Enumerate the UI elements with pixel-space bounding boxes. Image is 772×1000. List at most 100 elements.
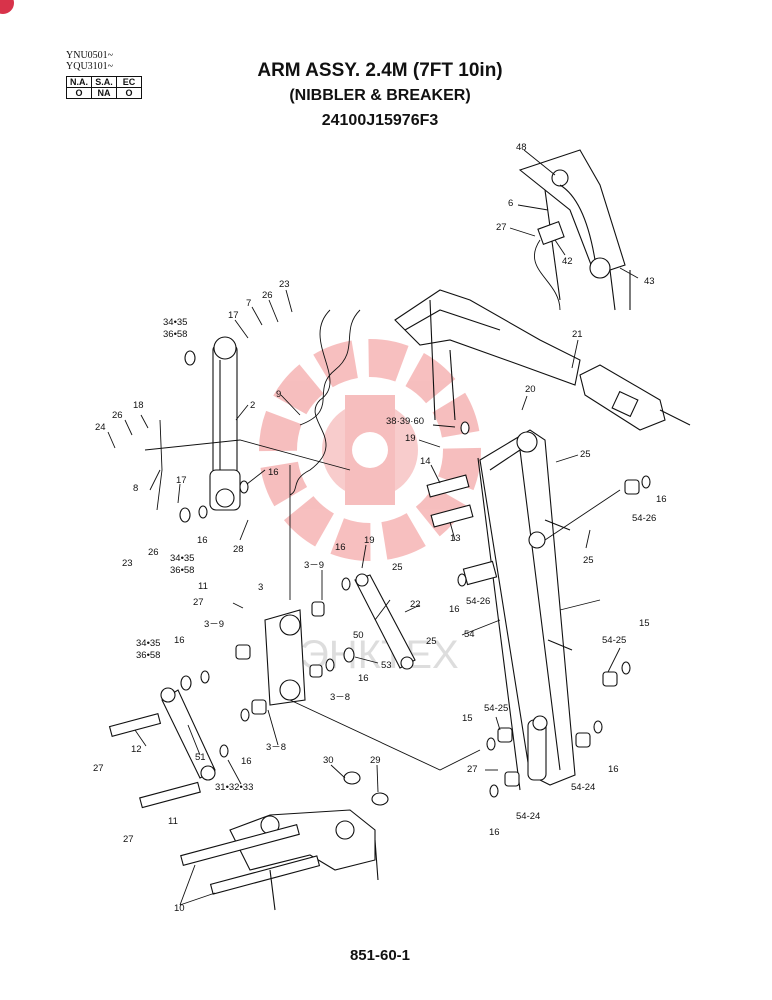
callout-label: 16	[241, 756, 252, 767]
callout-label: 12	[131, 744, 142, 755]
callout-label: 6	[508, 198, 513, 209]
serial-line-1: YNU0501~	[66, 50, 114, 61]
serial-line-2: YQU3101~	[66, 61, 114, 72]
callout-label: 25	[426, 636, 437, 647]
callout-label: 54-24	[571, 782, 595, 793]
pins-bushings	[108, 474, 640, 809]
serial-range: YNU0501~ YQU3101~	[66, 50, 113, 72]
callout-label: 53	[381, 660, 392, 671]
arm-cylinder	[209, 336, 241, 511]
callout-label: 54-26	[466, 596, 490, 607]
callout-label: 36•58	[136, 650, 160, 661]
callout-label: 15	[462, 713, 473, 724]
callout-label: 34•35	[170, 553, 194, 564]
callout-label: 17	[228, 310, 239, 321]
callout-label: 34•35	[136, 638, 160, 649]
callout-label: 42	[562, 256, 573, 267]
applic-value-ec: O	[116, 87, 142, 99]
bucket-cylinder	[579, 364, 691, 431]
title-line-2: (NIBBLER & BREAKER)	[289, 87, 471, 104]
callout-label: 16	[489, 827, 500, 838]
callout-label: 8	[133, 483, 138, 494]
callout-label: 34•35	[163, 317, 187, 328]
callout-label: 14	[420, 456, 431, 467]
callout-label: 7	[246, 298, 251, 309]
callout-label: 16	[335, 542, 346, 553]
callout-label: 16	[174, 635, 185, 646]
callout-label: 36•58	[170, 565, 194, 576]
link-parts	[160, 573, 416, 781]
callout-label: 3－9	[204, 619, 224, 630]
callout-label: 2	[250, 400, 255, 411]
title-part-number: 24100J15976F3	[321, 112, 439, 129]
callout-label: 20	[525, 384, 536, 395]
callout-label: 54	[464, 629, 475, 640]
callout-label: 28	[233, 544, 244, 555]
callout-label: 54-24	[516, 811, 540, 822]
hydraulic-hoses	[156, 239, 561, 511]
callout-label: 3－9	[304, 560, 324, 571]
callout-label: 30	[323, 755, 334, 766]
corner-marker	[0, 0, 14, 14]
callout-label: 16	[449, 604, 460, 615]
callout-label: 54-25	[602, 635, 626, 646]
applicability-table: N.A. S.A. EC O NA O	[66, 76, 142, 99]
callout-label: 51	[195, 752, 206, 763]
callout-label: 26	[148, 547, 159, 558]
callout-label: 10	[174, 903, 185, 914]
callout-label: 23	[279, 279, 290, 290]
callout-label: 19	[405, 433, 416, 444]
bucket-bracket	[180, 809, 379, 911]
boom-cylinder-detail	[518, 149, 631, 311]
callout-label: 17	[176, 475, 187, 486]
callout-label: 9	[276, 389, 281, 400]
callout-label: 3－8	[266, 742, 286, 753]
callout-label: 38·39·60	[386, 416, 424, 427]
callout-label: 22	[410, 599, 421, 610]
callout-label: 16	[608, 764, 619, 775]
callout-label: 29	[370, 755, 381, 766]
callout-label: 50	[353, 630, 364, 641]
title-line-1: ARM ASSY. 2.4M (7FT 10in)	[257, 60, 503, 81]
callout-label: 24	[95, 422, 106, 433]
callout-label: 48	[516, 142, 527, 153]
page-title: ARM ASSY. 2.4M (7FT 10in) (NIBBLER & BRE…	[150, 58, 610, 133]
callout-label: 19	[364, 535, 375, 546]
callout-labels: 48 6 27 42 43 21 23 26 7 17 34•35 36•58 …	[93, 142, 667, 914]
callout-label: 43	[644, 276, 655, 287]
callout-label: 15	[639, 618, 650, 629]
callout-label: 11	[168, 816, 178, 827]
callout-label: 27	[123, 834, 134, 845]
callout-label: 54-25	[484, 703, 508, 714]
callout-label: 26	[262, 290, 273, 301]
callout-label: 25	[392, 562, 403, 573]
page-number: 851-60-1	[349, 947, 411, 964]
callout-label: 25	[583, 555, 594, 566]
callout-label: 16	[656, 494, 667, 505]
callout-label: 36•58	[163, 329, 187, 340]
callout-label: 11	[198, 581, 208, 592]
callout-label: 16	[268, 467, 279, 478]
callout-label: 31•32•33	[215, 782, 253, 793]
callout-label: 16	[197, 535, 208, 546]
callout-label: 18	[133, 400, 144, 411]
arm-body	[477, 429, 576, 791]
callout-label: 13	[450, 533, 461, 544]
watermark-text: ЭНКТЕХ	[300, 633, 459, 677]
callout-label: 3－8	[330, 692, 350, 703]
callout-label: 27	[93, 763, 104, 774]
callout-label: 23	[122, 558, 133, 569]
callout-label: 21	[572, 329, 583, 340]
callout-label: 27	[496, 222, 507, 233]
callout-label: 3	[258, 582, 263, 593]
callout-label: 27	[193, 597, 204, 608]
callout-label: 25	[580, 449, 591, 460]
boom-section	[394, 289, 581, 421]
leader-lines	[107, 149, 639, 906]
callout-label: 54-26	[632, 513, 656, 524]
callout-label: 26	[112, 410, 123, 421]
washers	[179, 350, 651, 806]
callout-label: 16	[358, 673, 369, 684]
callout-label: 27	[467, 764, 478, 775]
